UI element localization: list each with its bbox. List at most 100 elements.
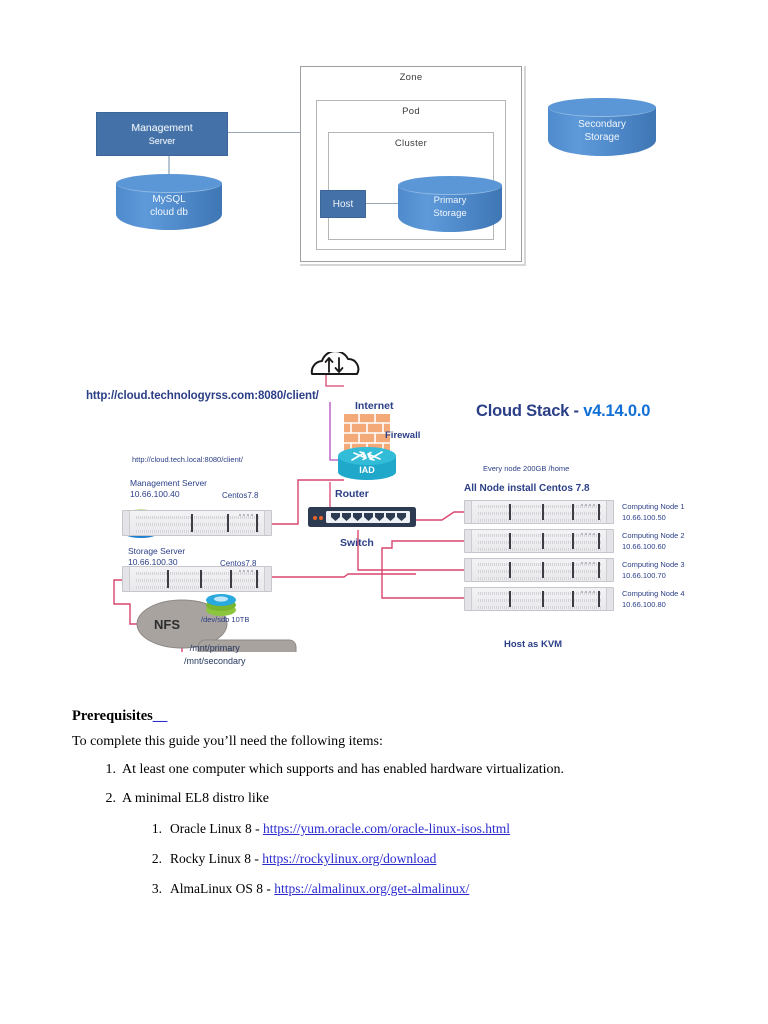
rack-divider [509,590,512,608]
rocky-linux-link[interactable]: https://rockylinux.org/download [262,851,437,866]
rack-ear-right [264,511,271,535]
firewall-icon [344,414,390,452]
list-item-text: A minimal EL8 distro like [122,791,269,806]
rack-leds [581,504,596,507]
rack-vent [136,586,260,589]
rack-divider [541,532,544,550]
svg-text:IAD: IAD [359,465,375,475]
connector-management-to-mysql [168,156,170,178]
prerequisites-section: Prerequisites__ To complete this guide y… [72,708,696,911]
rack-vent [478,570,602,573]
rack-divider [256,513,259,533]
management-server-name: Management Server [130,478,208,488]
zone-label: Zone [399,72,423,83]
secondary-storage-line1: Secondary [578,118,626,130]
prerequisites-intro: To complete this guide you’ll need the f… [72,734,383,749]
cylinder-top [548,98,656,117]
disk-device-label: /dev/sdb 10TB [201,615,250,624]
almalinux-link[interactable]: https://almalinux.org/get-almalinux/ [274,881,470,896]
list-item-text: Rocky Linux 8 - [170,851,263,866]
switch-icon [308,507,416,527]
mysql-cloud-db-cylinder: MySQL cloud db [116,174,222,230]
rack-vent [136,530,260,533]
management-server-box: Management Server [96,112,228,156]
rack-divider [256,569,259,589]
list-item-text: At least one computer which supports and… [122,762,565,777]
rack-divider [598,590,601,608]
management-server-ip: 10.66.100.40 [130,489,180,500]
router-label: Router [335,488,369,500]
list-item-number: 2. [105,791,117,806]
compute-node-name-4: Computing Node 4 [622,589,685,598]
list-item: 2.Rocky Linux 8 - https://rockylinux.org… [122,851,696,867]
list-item-number: 1. [151,821,162,836]
management-server-os: Centos7.8 [222,491,259,500]
switch-label: Switch [340,537,374,549]
network-topology-diagram: IAD [86,352,686,666]
rack-divider [571,503,574,521]
compute-node-caption-4: Computing Node 4 10.66.100.80 [622,589,685,611]
host-box: Host [320,190,366,218]
compute-node-ip-2: 10.66.100.60 [622,541,666,551]
list-item-text: AlmaLinux OS 8 - [170,881,275,896]
management-server-rack [122,510,272,536]
storage-server-ip: 10.66.100.30 [128,557,178,568]
list-item: 1. At least one computer which supports … [72,762,696,778]
cluster-label: Cluster [394,138,428,149]
rack-divider [571,532,574,550]
compute-node-ip-3: 10.66.100.70 [622,570,666,580]
rack-vent [136,516,260,519]
compute-node-ip-4: 10.66.100.80 [622,599,666,609]
rack-divider [541,590,544,608]
cloudstack-version: v4.14.0.0 [583,402,651,420]
list-item: 1.Oracle Linux 8 - https://yum.oracle.co… [122,821,696,837]
rack-vent [478,512,602,515]
prerequisites-heading-text: Prerequisites [72,708,153,724]
storage-server-name: Storage Server [128,546,186,556]
nfs-icon [136,599,228,649]
mount-primary: /mnt/primary [189,643,240,653]
rack-vent [478,563,602,566]
list-item-number: 1. [105,762,117,777]
rack-divider [541,561,544,579]
rack-vent [136,523,260,526]
oracle-linux-link[interactable]: https://yum.oracle.com/oracle-linux-isos… [262,821,511,836]
rack-vent [478,599,602,602]
rack-ear-right [606,501,613,523]
rack-ear-left [465,501,472,523]
rack-vent [478,534,602,537]
compute-node-rack-3 [464,558,614,582]
cloudstack-architecture-diagram: Zone Pod Cluster Management Server MySQL… [88,62,684,270]
rack-leds [581,533,596,536]
mount-paths-label: /mnt/primary /mnt/secondary [184,642,246,668]
rack-divider [226,513,229,533]
distro-list: 1.Oracle Linux 8 - https://yum.oracle.co… [122,821,696,897]
cloudstack-title-main: Cloud Stack - [476,402,584,420]
management-server-title: Management [131,121,193,134]
compute-node-caption-3: Computing Node 3 10.66.100.70 [622,560,685,582]
cylinder-top [116,174,222,193]
disk-icon [206,594,236,616]
rack-divider [571,561,574,579]
rack-ear-right [264,567,271,591]
rack-vent [478,577,602,580]
storage-server-caption: Storage Server 10.66.100.30 [128,546,185,568]
mount-paths-box [197,639,297,652]
storage-server-os: Centos7.8 [220,559,257,568]
connector-host-to-primary-storage [366,203,400,204]
topology-connectors: IAD [113,352,464,652]
rack-divider [598,532,601,550]
rack-divider [509,532,512,550]
prerequisites-heading-tail: __ [152,708,168,724]
compute-node-name-2: Computing Node 2 [622,531,685,540]
nfs-label: NFS [154,617,180,632]
rack-divider [509,561,512,579]
prerequisites-list: 1. At least one computer which supports … [72,762,696,897]
rack-vent [478,592,602,595]
external-url-label: http://cloud.technologyrss.com:8080/clie… [86,390,319,402]
primary-storage-line2: Storage [433,208,467,219]
rack-vent [136,579,260,582]
compute-node-name-3: Computing Node 3 [622,560,685,569]
storage-server-rack [122,566,272,592]
rack-vent [478,519,602,522]
